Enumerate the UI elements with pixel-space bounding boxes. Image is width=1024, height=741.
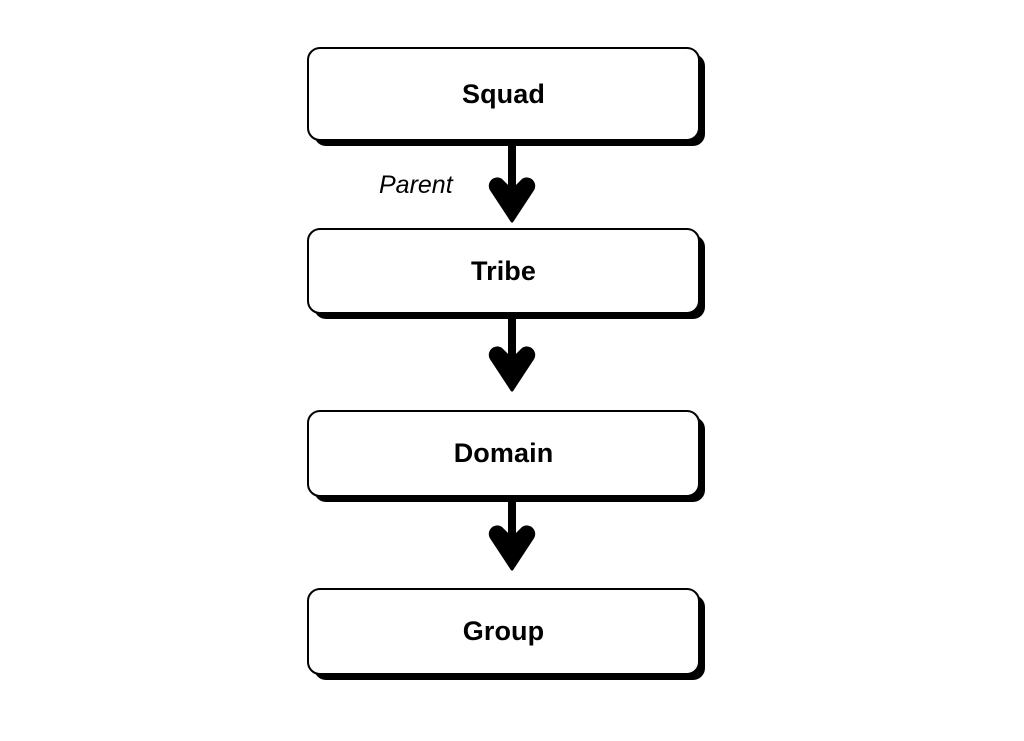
node-squad[interactable]: Squad (307, 47, 700, 141)
edge-squad-to-tribe[interactable] (488, 141, 536, 229)
node-label-squad: Squad (461, 78, 545, 109)
edge-stem (508, 497, 516, 547)
edge-tribe-to-domain[interactable] (488, 314, 536, 398)
edge-stem (508, 141, 516, 199)
arrowhead-icon (488, 177, 536, 223)
arrowhead-icon (488, 346, 536, 392)
node-label-tribe: Tribe (470, 255, 537, 286)
node-label-domain: Domain (453, 438, 554, 468)
edge-domain-to-group[interactable] (488, 497, 536, 577)
edge-stem (508, 314, 516, 368)
node-domain[interactable]: Domain (307, 410, 700, 497)
edge-label-parent: Parent (379, 171, 453, 199)
node-tribe[interactable]: Tribe (307, 228, 700, 314)
node-label-group: Group (462, 616, 545, 646)
node-group[interactable]: Group (307, 588, 700, 675)
arrowhead-icon (488, 525, 536, 571)
